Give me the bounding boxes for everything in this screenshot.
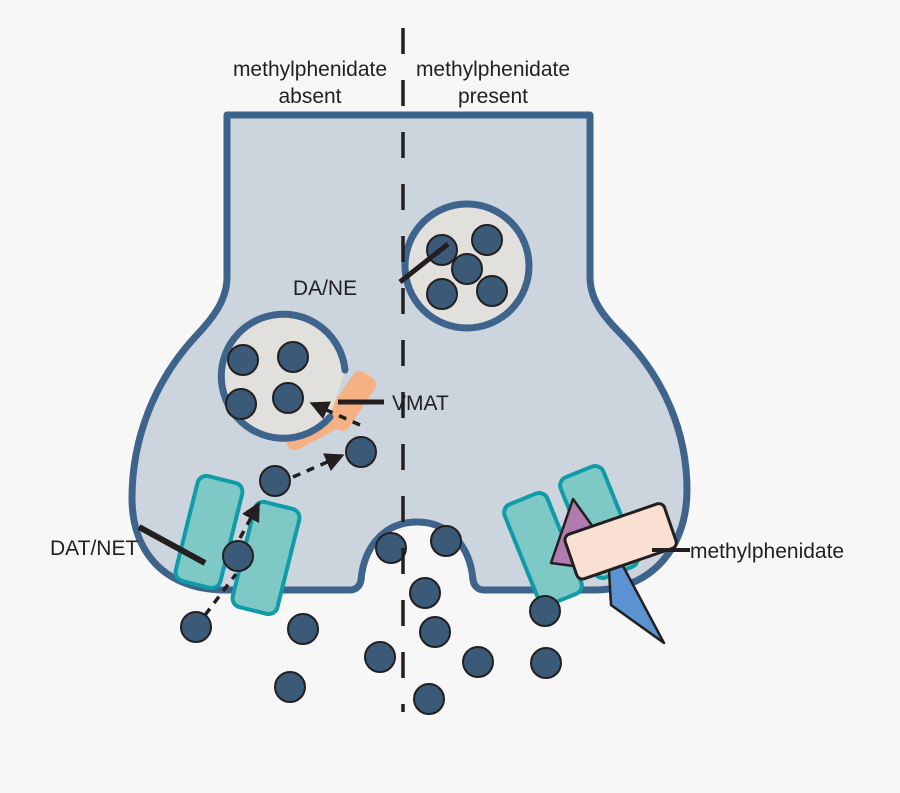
dat-net-transporter-group-left	[173, 473, 302, 617]
neurotransmitter-dot	[451, 253, 483, 285]
neurotransmitter-dot	[222, 540, 254, 572]
neurotransmitter-dot	[529, 595, 561, 627]
neurotransmitter-dot	[180, 611, 212, 643]
da-ne-leader-line	[398, 242, 450, 284]
methylphenidate-molecule	[563, 502, 678, 581]
neurotransmitter-dot	[259, 465, 291, 497]
label-da-ne: DA/NE	[293, 277, 357, 300]
header-absent-line2: absent	[278, 85, 341, 108]
neurotransmitter-dot	[274, 671, 306, 703]
header-present-line1: methylphenidate	[416, 58, 570, 81]
header-present-line2: present	[458, 85, 528, 108]
reuptake-arrow-segment-1	[194, 572, 238, 629]
neurotransmitter-dot	[277, 341, 309, 373]
label-vmat: VMAT	[392, 392, 449, 415]
neurotransmitter-dot	[430, 525, 462, 557]
neurotransmitter-dot	[413, 683, 445, 715]
neurotransmitter-dot	[287, 613, 319, 645]
neurotransmitter-dot	[375, 532, 407, 564]
vesicle-left-contents	[225, 341, 309, 420]
neurotransmitter-dot	[471, 224, 503, 256]
reuptake-arrow-segment-2	[238, 501, 260, 539]
neurotransmitter-dot	[462, 646, 494, 678]
header-absent-line1: methylphenidate	[233, 58, 387, 81]
neurotransmitter-dot	[364, 641, 396, 673]
label-methylphenidate: methylphenidate	[690, 540, 844, 563]
label-dat-net: DAT/NET	[50, 537, 138, 560]
neurotransmitter-dot	[227, 344, 259, 376]
dat-net-transporter-left-outer	[173, 473, 245, 591]
neurotransmitter-dot	[272, 382, 304, 414]
neurotransmitter-dot	[426, 278, 458, 310]
neurotransmitter-dot	[345, 436, 377, 468]
neurotransmitter-dot	[476, 275, 508, 307]
synaptic-cleft-neurotransmitters	[180, 525, 562, 715]
dat-net-leader-line	[137, 524, 207, 566]
vesicle-right	[401, 200, 533, 332]
neurotransmitter-dot	[409, 577, 441, 609]
neurotransmitter-dot	[419, 616, 451, 648]
neurotransmitter-dot	[530, 647, 562, 679]
neurotransmitter-dot	[225, 388, 257, 420]
